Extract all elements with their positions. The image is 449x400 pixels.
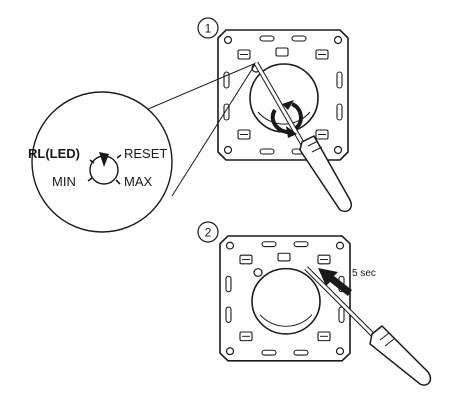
dial-pointer <box>99 152 109 167</box>
step-2-number: 2 <box>205 226 212 240</box>
dimmer-plate-icon <box>217 29 349 161</box>
step-2-badge <box>197 221 219 243</box>
dimmer-plate-icon <box>219 235 351 362</box>
step-1-number: 1 <box>205 22 212 36</box>
magnifier-leader-bottom <box>171 62 257 197</box>
dial-max-label: MAX <box>124 174 153 189</box>
step-1-group: 1 <box>126 17 352 212</box>
dial-magnifier: RL(LED) RESET MIN MAX <box>28 91 173 233</box>
dial-min-label: MIN <box>52 174 76 189</box>
rotate-arrow-icon <box>270 100 303 138</box>
screwdriver-icon <box>304 266 432 386</box>
step-1-badge <box>197 17 219 39</box>
press-duration-label: 5 sec <box>352 268 376 279</box>
dial-reset-label: RESET <box>124 146 167 161</box>
dial-mode-label: RL(LED) <box>28 146 80 161</box>
press-arrow-icon <box>318 268 352 296</box>
screwdriver-icon <box>253 61 352 212</box>
step-2-group: 2 5 sec <box>197 221 432 386</box>
